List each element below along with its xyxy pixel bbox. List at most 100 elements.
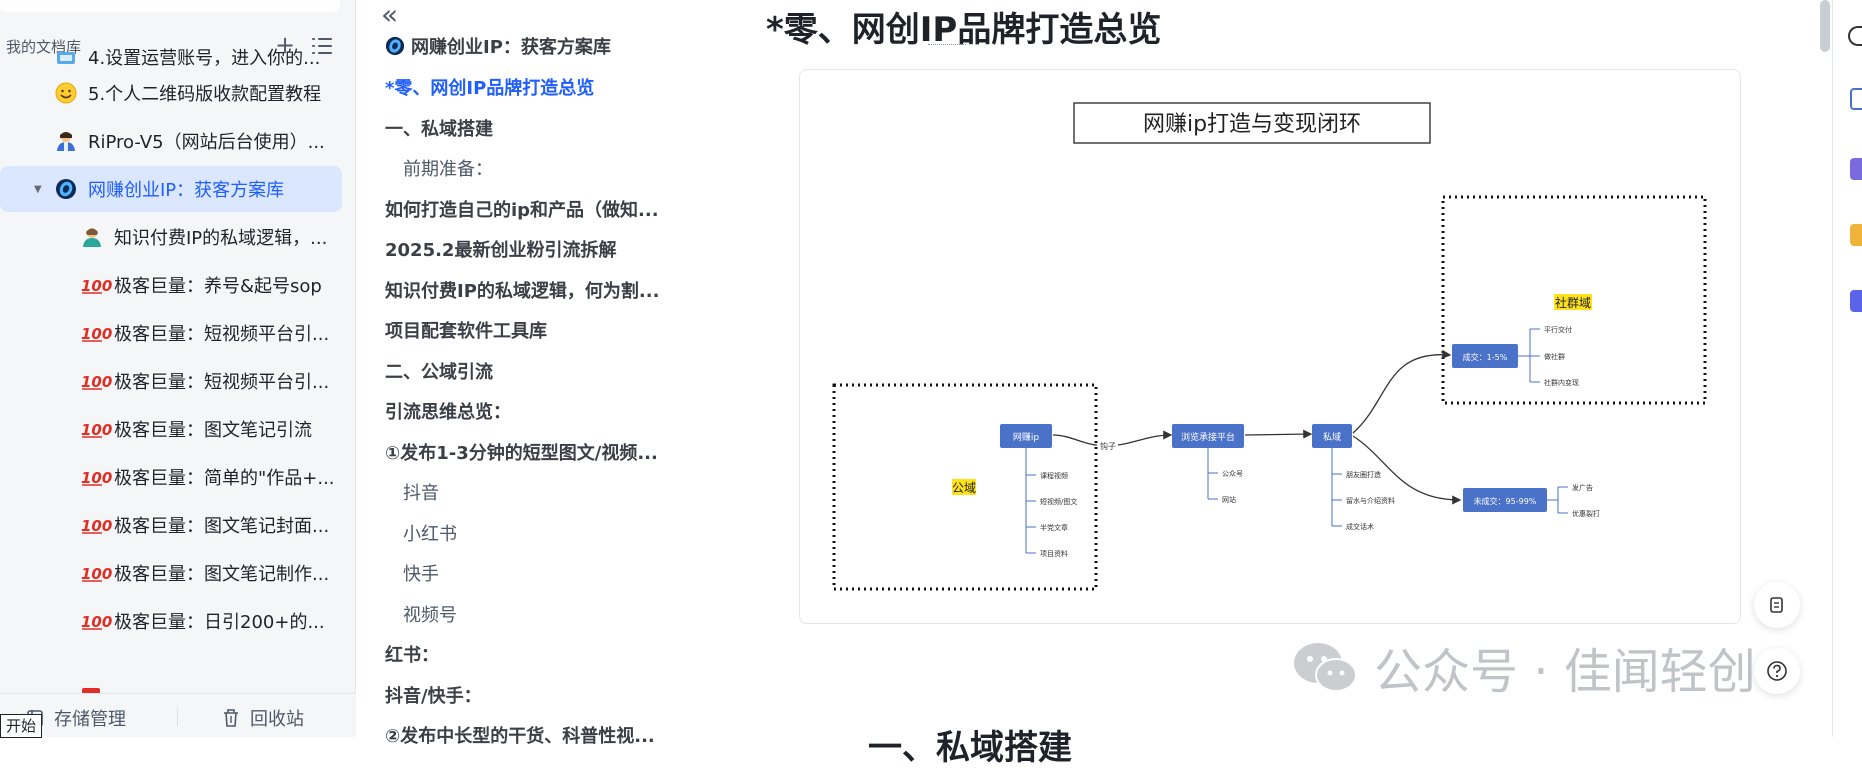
tree-branch: [1547, 486, 1568, 514]
tree-item-label: 知识付费IP的私域逻辑，...: [114, 228, 328, 249]
flow-line: [1352, 435, 1462, 505]
outline-item[interactable]: 小红书: [403, 524, 457, 545]
private-child-label: 留水与介绍资料: [1346, 496, 1395, 505]
flow-line: [1352, 349, 1452, 434]
sidebar-top-card: [0, 0, 340, 12]
node-deal: [1452, 344, 1518, 368]
tree-item-label: 极客巨量：图文笔记引流: [114, 420, 312, 441]
tree-item-label: 5.个人二维码版收款配置教程: [88, 84, 322, 105]
tree-item[interactable]: 100 极客巨量：短视频平台引...: [0, 358, 342, 404]
list-settings-icon[interactable]: [312, 36, 334, 56]
outline-item-doc[interactable]: 网赚创业IP：获客方案库: [385, 35, 611, 61]
ip-child-label: 课程视频: [1040, 471, 1068, 480]
outline-item[interactable]: 红书：: [385, 645, 439, 666]
ip-child-label: 半党文章: [1040, 523, 1068, 532]
tree-item[interactable]: 100 极客巨量：短视频平台引...: [0, 310, 342, 356]
outline-item[interactable]: ②发布中长型的干货、科普性视...: [385, 726, 655, 747]
outline-item[interactable]: ①发布1-3分钟的短型图文/视频...: [385, 443, 658, 464]
tree-item[interactable]: 知识付费IP的私域逻辑，...: [0, 214, 342, 260]
node-deal-label: 成交：1-5%: [1463, 352, 1508, 362]
tree-item[interactable]: 100 极客巨量：图文笔记制作...: [0, 550, 342, 596]
scrollbar-thumb[interactable]: [1820, 0, 1830, 52]
outline-item[interactable]: 如何打造自己的ip和产品（做知...: [385, 200, 659, 221]
tree-item-label: 极客巨量：图文笔记封面...: [114, 516, 330, 537]
tree-item[interactable]: 100 极客巨量：日引200+的...: [0, 598, 342, 644]
tree-item[interactable]: 100 极客巨量：图文笔记封面...: [0, 502, 342, 548]
add-icon[interactable]: +: [274, 31, 296, 59]
rail-folder-icon[interactable]: [1850, 224, 1862, 246]
rail-doc-icon[interactable]: [1850, 88, 1862, 110]
help-button[interactable]: [1754, 648, 1800, 694]
hundred-icon: 100: [80, 513, 112, 537]
deal-child-label: 做社群: [1544, 352, 1565, 361]
hook-label: 钩子: [1100, 441, 1116, 451]
outline-panel: « 网赚创业IP：获客方案库 *零、网创IP品牌打造总览 一、私域搭建 前期准备…: [357, 0, 687, 747]
public-domain-label: 公域: [952, 481, 976, 495]
diagram-title: 网赚ip打造与变现闭环: [1143, 112, 1361, 137]
trash-button[interactable]: 回收站: [222, 705, 304, 731]
node-platform: [1172, 424, 1244, 448]
footer-divider: [177, 708, 178, 726]
outline-item[interactable]: 抖音/快手：: [385, 686, 482, 707]
community-domain-highlight: [1554, 294, 1592, 310]
tree-item-label: 极客巨量：短视频平台引...: [114, 324, 330, 345]
outline-item[interactable]: 一、私域搭建: [385, 119, 493, 140]
tree-item[interactable]: RiPro-V5（网站后台使用）...: [0, 118, 342, 164]
outline-item[interactable]: 知识付费IP的私域逻辑，何为割...: [385, 281, 660, 302]
tree-item-label: 极客巨量：日引200+的...: [114, 612, 325, 633]
rail-divider: [1832, 0, 1833, 737]
image-icon: [54, 46, 78, 70]
section-heading: 一、私域搭建: [868, 728, 1072, 768]
hundred-icon: 100: [80, 465, 112, 489]
node-undeal-label: 未成交：95-99%: [1474, 496, 1537, 506]
sidebar-header: 我的文档库 +: [6, 31, 346, 59]
outline-item[interactable]: 快手: [403, 564, 439, 585]
flow-line: [1117, 430, 1173, 446]
outline-item[interactable]: 视频号: [403, 605, 457, 626]
outline-item[interactable]: 引流思维总览：: [385, 402, 511, 423]
tree-item-label: 网赚创业IP：获客方案库: [88, 180, 285, 201]
copy-icon: [1770, 597, 1783, 613]
tree-item[interactable]: 5.个人二维码版收款配置教程: [0, 70, 342, 116]
tree-item-label: 极客巨量：简单的"作品+...: [114, 468, 335, 489]
tree-branch: [1518, 328, 1540, 383]
copy-button[interactable]: [1754, 582, 1800, 628]
svg-text:100: 100: [81, 373, 112, 391]
start-button[interactable]: 开始: [0, 714, 42, 738]
hundred-icon: 100: [80, 417, 112, 441]
outline-item[interactable]: 项目配套软件工具库: [385, 321, 547, 342]
whiteboard-diagram[interactable]: 网赚ip打造与变现闭环 公域 社群域 钩子 网赚ip 浏览承接平台 私域: [799, 69, 1741, 624]
tree-item[interactable]: 100 极客巨量：简单的"作品+...: [0, 454, 342, 500]
outline-item-current[interactable]: *零、网创IP品牌打造总览: [385, 78, 595, 99]
node-ip-label: 网赚ip: [1013, 431, 1040, 443]
diagram-canvas: 网赚ip打造与变现闭环 公域 社群域 钩子 网赚ip 浏览承接平台 私域: [832, 102, 1707, 591]
tree-item[interactable]: 100 极客巨量：图文笔记引流: [0, 406, 342, 452]
outline-item[interactable]: 二、公域引流: [385, 362, 493, 383]
platform-child-label: 网站: [1222, 495, 1236, 504]
outline-item[interactable]: 2025.2最新创业粉引流拆解: [385, 240, 617, 261]
tree-item-label: RiPro-V5（网站后台使用）...: [88, 132, 325, 153]
outline-item[interactable]: 前期准备：: [403, 159, 493, 180]
undeal-child-label: 发广告: [1572, 483, 1593, 492]
tree-branch: [1207, 448, 1218, 500]
private-child-label: 朋友圈打造: [1346, 470, 1381, 479]
outline-item[interactable]: 抖音: [403, 483, 439, 504]
trash-icon: [224, 709, 238, 727]
tree-item[interactable]: 4.设置运营账号，进入你的...: [0, 48, 342, 70]
rail-top-icon[interactable]: [1848, 26, 1862, 46]
tree-item-label: 4.设置运营账号，进入你的...: [88, 48, 321, 69]
rail-form-icon[interactable]: [1850, 290, 1862, 312]
document-main: *零、网创IP品牌打造总览 网赚ip打造与变现闭环 公域 社群域 钩子: [688, 0, 1820, 768]
tree-item[interactable]: 100 极客巨量：养号&起号sop: [0, 262, 342, 308]
collapse-outline-icon[interactable]: «: [381, 0, 399, 31]
tree-item-active[interactable]: ▼ 网赚创业IP：获客方案库: [0, 166, 342, 212]
rail-app-icon[interactable]: [1850, 158, 1862, 180]
sidebar: 我的文档库 + 4.设置运营账号，进入你的... 5.个人二维码版收款配置教程 …: [0, 0, 356, 738]
node-undeal: [1463, 488, 1547, 512]
watermark: 公众号 · 佳闻轻创: [1290, 632, 1756, 702]
svg-text:100: 100: [81, 517, 112, 535]
person-icon: [80, 225, 104, 249]
sidebar-title: 我的文档库: [6, 37, 82, 56]
chevron-down-icon[interactable]: ▼: [34, 183, 42, 195]
tree-item-label: 极客巨量：短视频平台引...: [114, 372, 330, 393]
